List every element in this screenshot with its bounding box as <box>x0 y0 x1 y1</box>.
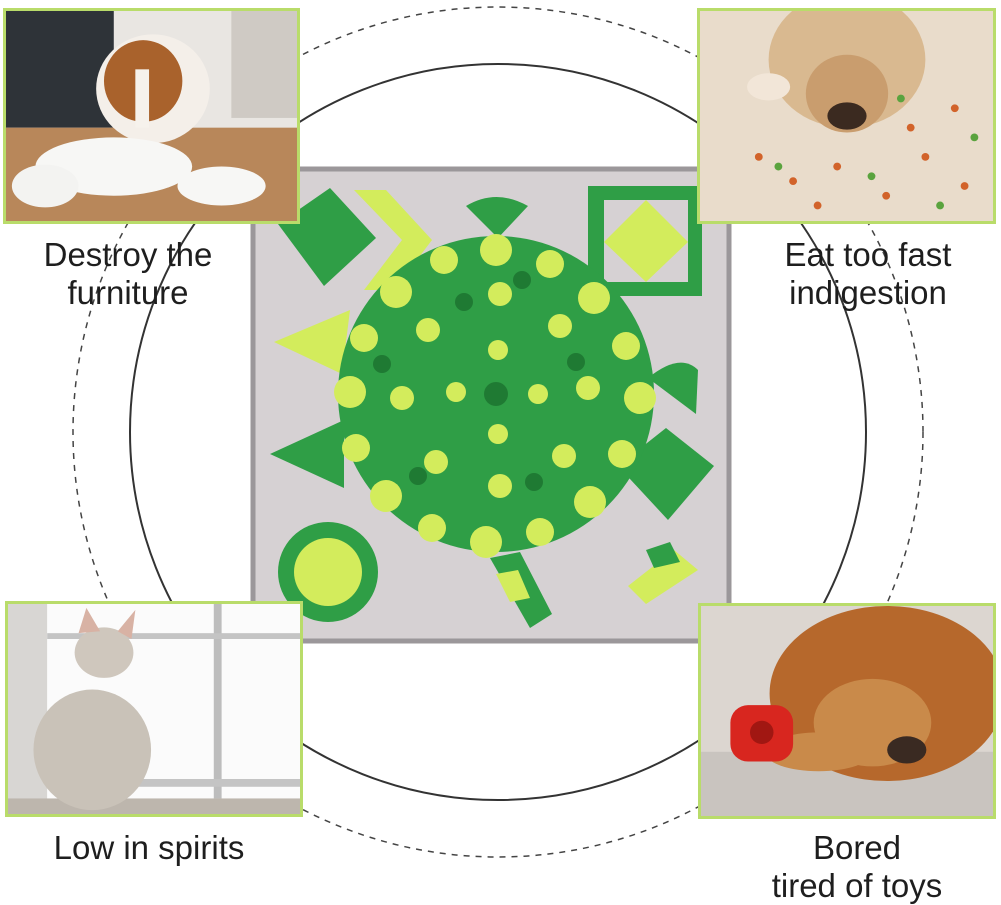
caption-line-2: indigestion <box>789 274 947 311</box>
caption-top-right: Eat too fast indigestion <box>760 236 976 312</box>
photo-dog-destroying-furniture <box>3 8 300 224</box>
caption-line-1: Eat too fast <box>784 236 952 273</box>
caption-line-1: Destroy the <box>43 236 213 273</box>
dog-photo-icon <box>6 11 297 221</box>
caption-top-left: Destroy the furniture <box>18 236 238 312</box>
dog-photo-icon <box>701 606 993 816</box>
photo-dog-low-spirits <box>5 601 303 817</box>
caption-bottom-left: Low in spirits <box>24 829 274 867</box>
dog-photo-icon <box>700 11 993 221</box>
caption-line-1: Low in spirits <box>53 829 245 866</box>
snuffle-mat-image <box>250 166 732 644</box>
dog-photo-icon <box>8 604 300 814</box>
caption-line-1: Bored <box>812 829 902 866</box>
photo-dog-eating-fast <box>697 8 996 224</box>
caption-line-2: tired of toys <box>771 867 943 904</box>
photo-dog-bored <box>698 603 996 819</box>
caption-line-2: furniture <box>67 274 189 311</box>
caption-bottom-right: Bored tired of toys <box>745 829 969 905</box>
